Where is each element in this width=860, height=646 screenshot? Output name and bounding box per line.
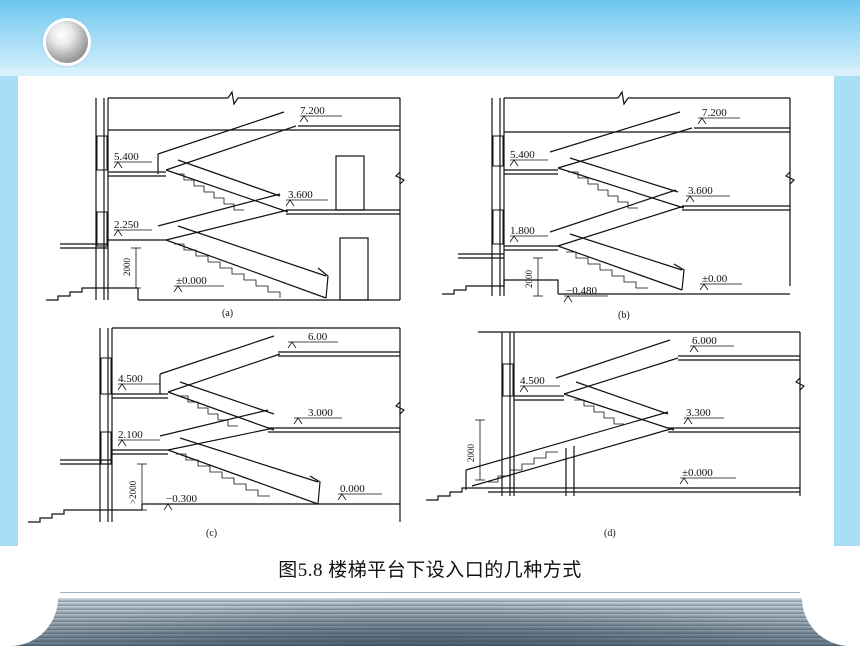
- panel-a-tag: (a): [222, 308, 233, 319]
- panel-b-level-3: 3.600: [688, 185, 713, 197]
- panel-b-level-2: 5.400: [510, 149, 535, 161]
- figure-frame: [18, 76, 834, 546]
- panel-d-dimension: 2000: [466, 444, 476, 463]
- panel-a-dimension: 2000: [122, 258, 132, 277]
- panel-a-level-2: 5.400: [114, 151, 139, 163]
- panel-d-level-3: 3.300: [686, 407, 711, 419]
- panel-b-tag: (b): [618, 310, 630, 321]
- panel-c-drawing: [28, 327, 406, 523]
- panel-a-level-1: 7.200: [300, 105, 325, 117]
- panel-c-tag: (c): [206, 528, 217, 539]
- footer-shade: [0, 598, 860, 646]
- panel-c-level-5: −0.300: [166, 493, 197, 505]
- slide-orb-icon: [46, 21, 88, 63]
- panel-d-drawing: [426, 331, 806, 501]
- header-band: [0, 0, 860, 76]
- panel-b-level-6: −0.480: [566, 285, 597, 297]
- figure-caption: 图5.8 楼梯平台下设入口的几种方式: [278, 560, 582, 581]
- footer-rule: [60, 592, 800, 593]
- panel-d-level-1: 6.000: [692, 335, 717, 347]
- panel-c-level-6: 0.000: [340, 483, 365, 495]
- panel-b-drawing: [442, 90, 796, 303]
- panel-a-level-4: 2.250: [114, 219, 139, 231]
- right-side-strip: [834, 76, 860, 546]
- panel-b-dimension: 2000: [524, 270, 534, 289]
- left-side-strip: [0, 76, 18, 546]
- panel-b-level-4: 1.800: [510, 225, 535, 237]
- panel-c-level-2: 4.500: [118, 373, 143, 385]
- panel-a-level-5: ±0.000: [176, 275, 207, 287]
- panel-d-level-4: ±0.000: [682, 467, 713, 479]
- panel-b-level-5: ±0.00: [702, 273, 728, 285]
- panel-b-level-1: 7.200: [702, 107, 727, 119]
- panel-c-dimension: >2000: [128, 480, 138, 504]
- panel-c-level-3: 3.000: [308, 407, 333, 419]
- panel-c-level-4: 2.100: [118, 429, 143, 441]
- stair-sections-figure: 7.200 5.400 3.600 2.250 ±0.000 2000 (a) …: [28, 90, 806, 539]
- panel-d-tag: (d): [604, 528, 616, 539]
- panel-a-level-3: 3.600: [288, 189, 313, 201]
- panel-a-drawing: [46, 90, 406, 301]
- panel-c-level-1: 6.00: [308, 331, 328, 343]
- panel-d-level-2: 4.500: [520, 375, 545, 387]
